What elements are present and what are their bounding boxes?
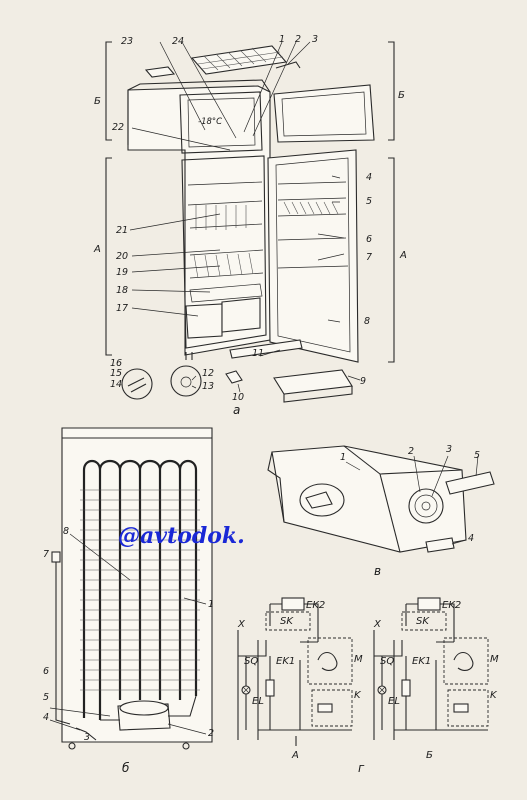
callout-a-18: 18 [116, 285, 128, 296]
label-b-el: EL [388, 696, 400, 707]
figure-g-caption: г [358, 761, 365, 775]
callout-a-17: 17 [116, 303, 128, 314]
callout-b-5: 5 [43, 692, 49, 703]
label-a-ek1: EK1 [276, 656, 295, 667]
callout-v-3: 3 [446, 444, 452, 455]
side-label-left-bottom: А [93, 244, 101, 255]
side-label-right-bottom: А [399, 250, 407, 261]
label-a-k: K [354, 690, 362, 701]
callout-b-1: 1 [208, 599, 214, 610]
label-b-ek2: EK2 [442, 600, 461, 611]
callout-b-6: 6 [43, 666, 49, 677]
callout-v-4: 4 [468, 533, 474, 544]
callout-v-2: 2 [408, 446, 414, 457]
callout-a-23: 23 [121, 36, 133, 47]
sub-label-b: Б [426, 750, 433, 761]
callout-a-5: 5 [366, 196, 372, 207]
watermark: @avtodok. [118, 523, 245, 549]
label-b-m: M [490, 654, 499, 665]
label-a-sk: SK [280, 616, 294, 627]
callout-a-21: 21 [116, 225, 128, 236]
callout-a-1: 1 [279, 34, 285, 45]
figure-a-refrigerator-exploded-view: 23 24 1 2 3 22 21 20 19 18 17 4 5 6 7 8 … [93, 34, 407, 417]
label-b-sk: SK [416, 616, 430, 627]
callout-a-19: 19 [116, 267, 128, 278]
label-a-sq: SQ [244, 656, 258, 667]
callout-a-12: 12 [202, 368, 214, 379]
side-label-left-top: Б [94, 96, 101, 107]
figure-b-rear-condenser-view: 8 7 1 6 5 4 3 2 б [43, 427, 214, 775]
side-label-right-top: Б [398, 90, 405, 101]
callout-a-6: 6 [366, 234, 372, 245]
callout-a-3: 3 [312, 34, 318, 45]
callout-a-11: 11 [252, 348, 264, 359]
callout-v-5: 5 [474, 450, 480, 461]
circuit-b: EK2 SK X SQ EK1 M EL K Б [373, 597, 499, 761]
sub-label-a: А [291, 750, 299, 761]
label-b-x: X [373, 619, 382, 630]
figure-v-caption: в [374, 564, 381, 578]
callout-a-7: 7 [366, 252, 372, 263]
label-b-sq: SQ [380, 656, 394, 667]
freezer-temperature-label: -18°C [198, 117, 222, 127]
callout-a-24: 24 [172, 36, 184, 47]
label-a-x: X [237, 619, 246, 630]
callout-a-13: 13 [202, 381, 214, 392]
label-a-m: M [354, 654, 363, 665]
callout-a-15: 15 [110, 368, 122, 379]
callout-a-9: 9 [360, 376, 366, 387]
label-b-k: K [490, 690, 498, 701]
figure-b-caption: б [122, 761, 130, 775]
callout-a-14: 14 [110, 379, 122, 390]
callout-b-7: 7 [43, 549, 49, 560]
figure-g-electrical-circuits: EK2 SK X SQ EK1 M EL K А EK2 [237, 597, 499, 775]
callout-b-3: 3 [84, 732, 90, 743]
label-a-el: EL [252, 696, 264, 707]
callout-v-1: 1 [340, 452, 346, 463]
callout-b-4: 4 [43, 712, 49, 723]
callout-a-4: 4 [366, 172, 372, 183]
callout-b-2: 2 [208, 728, 214, 739]
circuit-a: EK2 SK X SQ EK1 M EL K А [237, 597, 363, 761]
callout-b-8: 8 [63, 526, 69, 537]
condenser-wire-grid [80, 489, 200, 691]
label-a-ek2: EK2 [306, 600, 325, 611]
callout-a-10: 10 [232, 392, 244, 403]
figure-a-caption: а [233, 403, 240, 417]
callout-a-2: 2 [295, 34, 301, 45]
figure-v-thermostat-housing: 1 2 3 5 4 в [267, 444, 495, 578]
callout-a-20: 20 [116, 251, 128, 262]
callout-a-16: 16 [110, 358, 122, 369]
callout-a-8: 8 [364, 316, 370, 327]
callout-a-22: 22 [112, 122, 124, 133]
label-b-ek1: EK1 [412, 656, 431, 667]
